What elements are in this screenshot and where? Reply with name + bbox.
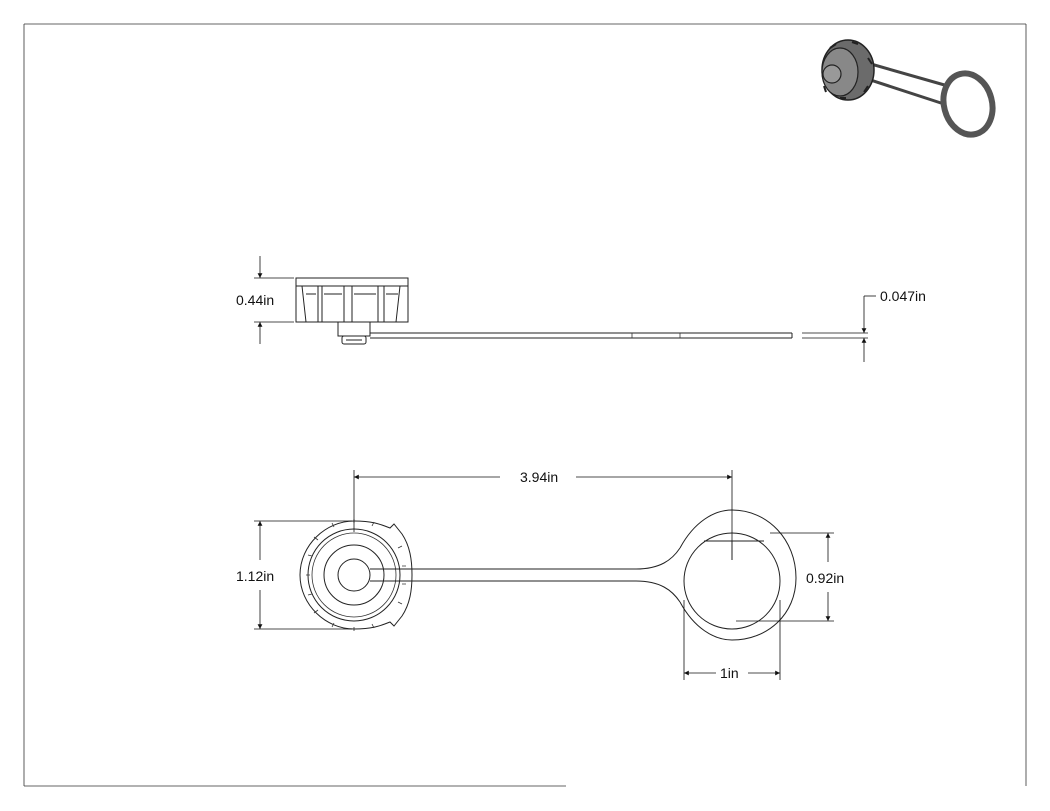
cap-diameter-label: 1.12in: [236, 568, 274, 584]
overall-length-label: 3.94in: [520, 469, 558, 485]
ring-inner-diameter-label: 0.92in: [806, 570, 844, 586]
dimension-ring-inner-diameter: 0.92in: [736, 532, 844, 622]
isometric-view: [821, 39, 996, 138]
dimension-cap-diameter: 1.12in: [236, 520, 352, 630]
side-view: [295, 277, 793, 345]
top-view: [299, 509, 797, 641]
dimension-ring-width: 1in: [683, 600, 781, 681]
dimension-side-height: 0.44in: [236, 256, 294, 344]
ring-width-label: 1in: [720, 665, 739, 681]
dimension-overall-length: 3.94in: [353, 469, 733, 560]
dimension-strap-thickness: 0.047in: [802, 288, 926, 362]
sheet-border: [23, 23, 1027, 787]
strap-thickness-label: 0.047in: [880, 288, 926, 304]
side-height-label: 0.44in: [236, 292, 274, 308]
